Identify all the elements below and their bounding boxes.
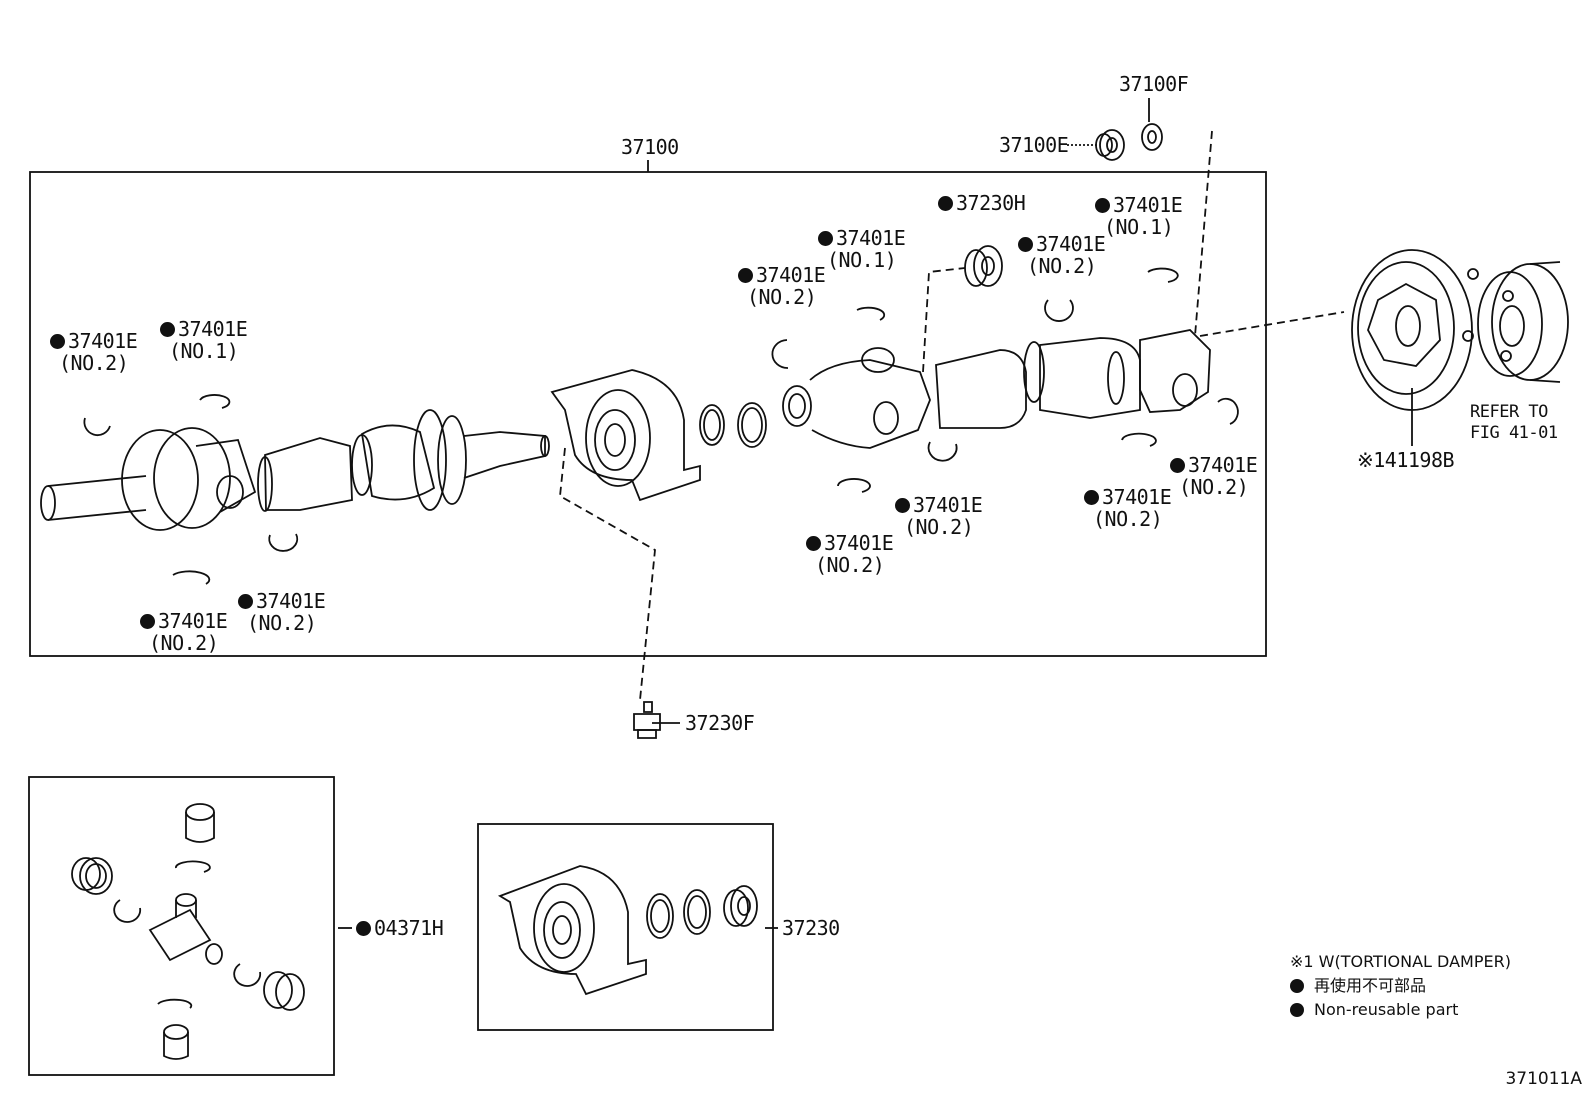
label-41198b: ※141198B — [1357, 448, 1455, 472]
nonreusable-dot-icon — [738, 268, 753, 283]
nonreusable-dot-icon — [1095, 198, 1110, 213]
nonreusable-dot-icon — [818, 231, 833, 246]
label-snap-ring: 37401E(NO.2) — [238, 590, 326, 634]
label-snap-ring: 37401E(NO.2) — [1018, 233, 1106, 277]
spider-kit-frame — [28, 776, 335, 1076]
nonreusable-dot-icon — [160, 322, 175, 337]
label-snap-ring: 37401E(NO.2) — [1170, 454, 1258, 498]
nonreusable-dot-icon — [356, 921, 371, 936]
legend-notes: ※1 W(TORTIONAL DAMPER) 再使用不可部品 Non-reusa… — [1290, 950, 1511, 1022]
label-37230f: 37230F — [685, 711, 755, 735]
label-snap-ring: 37401E(NO.1) — [818, 227, 906, 271]
label-37100: 37100 — [621, 135, 679, 159]
damper-note: ※1 W(TORTIONAL DAMPER) — [1290, 952, 1511, 971]
nonreusable-note-en: Non-reusable part — [1290, 998, 1511, 1022]
label-snap-ring: 37401E(NO.2) — [1084, 486, 1172, 530]
nonreusable-dot-icon — [1018, 237, 1033, 252]
nonreusable-dot-icon — [806, 536, 821, 551]
label-37230h: 37230H — [938, 192, 1026, 214]
label-37100f: 37100F — [1119, 72, 1189, 96]
figure-id: 371011A — [1505, 1069, 1582, 1089]
label-04371h: 04371H — [356, 917, 444, 939]
label-snap-ring: 37401E(NO.2) — [140, 610, 228, 654]
label-snap-ring: 37401E(NO.2) — [806, 532, 894, 576]
label-snap-ring: 37401E(NO.2) — [895, 494, 983, 538]
label-snap-ring: 37401E(NO.2) — [50, 330, 138, 374]
label-snap-ring: 37401E(NO.1) — [160, 318, 248, 362]
nonreusable-dot-icon — [938, 196, 953, 211]
nonreusable-dot-icon — [238, 594, 253, 609]
center-bearing-frame — [477, 823, 774, 1031]
nonreusable-dot-icon — [140, 614, 155, 629]
nonreusable-dot-icon — [895, 498, 910, 513]
nonreusable-dot-icon — [1290, 1003, 1304, 1017]
nonreusable-note-jp: 再使用不可部品 — [1290, 974, 1511, 998]
label-37230: 37230 — [782, 916, 840, 940]
label-snap-ring: 37401E(NO.1) — [1095, 194, 1183, 238]
nonreusable-dot-icon — [1084, 490, 1099, 505]
label-37100e: 37100E — [999, 133, 1069, 157]
nonreusable-dot-icon — [1170, 458, 1185, 473]
label-snap-ring: 37401E(NO.2) — [738, 264, 826, 308]
nonreusable-dot-icon — [50, 334, 65, 349]
nonreusable-dot-icon — [1290, 979, 1304, 993]
